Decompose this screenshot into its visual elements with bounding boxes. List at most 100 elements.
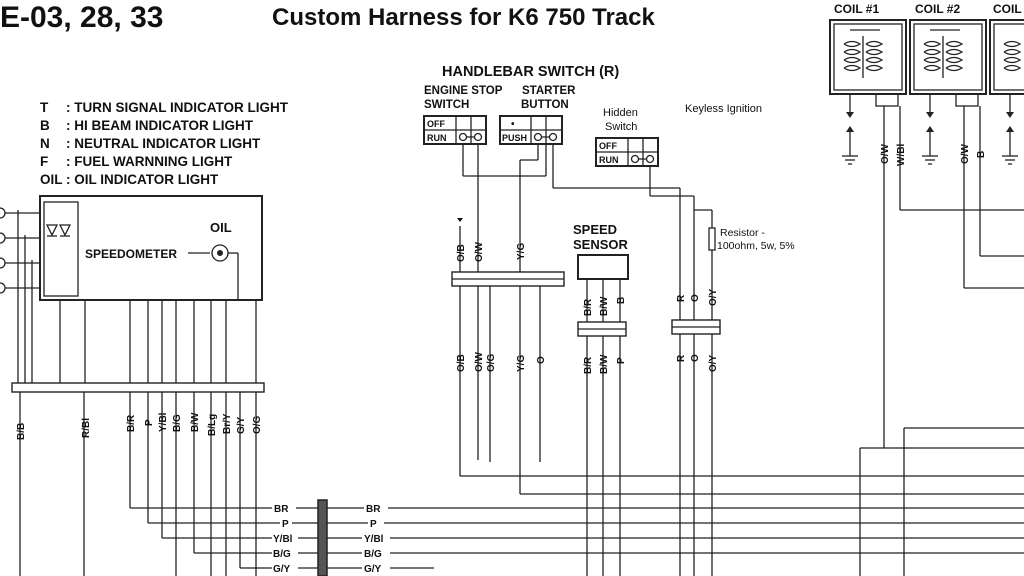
starter-label-1: STARTER — [522, 85, 576, 97]
legend-text-b: : HI BEAM INDICATOR LIGHT — [66, 118, 254, 133]
hb-wire-label: O/B — [456, 354, 467, 372]
joint-connector-bar — [317, 499, 328, 576]
hb-wire-label: O/W — [474, 241, 485, 262]
hb-wire-label: O/W — [474, 351, 485, 372]
hb-wire-label: O/G — [486, 353, 497, 372]
speedo-wiring — [11, 210, 265, 576]
hidden-switch-run: RUN — [599, 155, 619, 165]
connector-left-label: BR — [274, 504, 289, 515]
ground-icons — [842, 126, 1018, 165]
legend-text-f: : FUEL WARNNING LIGHT — [66, 154, 233, 169]
section-number: E-03, 28, 33 — [0, 1, 163, 34]
sensor-wire-label: B — [616, 297, 627, 304]
keyless-ignition-label: Keyless Ignition — [685, 103, 762, 115]
wire-label: P — [144, 419, 155, 426]
wire-label: B/G — [172, 414, 183, 432]
speedo-wire-labels: B/B R/Bl B/R P Y/Bl B/G B/W B/Lg Br/Y G/… — [16, 412, 263, 440]
right-branch: R O O/Y R O O/Y — [671, 288, 721, 576]
wire-label: G/Y — [236, 416, 247, 434]
connector-right-label: B/G — [364, 549, 382, 560]
joint-connector: BR P Y/Bl B/G G/Y BR P Y/Bl B/G G/Y — [130, 499, 1024, 576]
connector-left-label: B/G — [273, 549, 291, 560]
starter-row1: • — [511, 119, 515, 130]
engine-stop-switch-table: OFF RUN — [423, 115, 487, 145]
speed-sensor: SPEED SENSOR B/R B/W B B/R B/W P — [573, 222, 629, 576]
coil-wire-label: B — [976, 151, 987, 158]
engine-stop-label-2: SWITCH — [424, 99, 469, 111]
engine-stop-off: OFF — [427, 119, 445, 129]
wire-label: Br/Y — [222, 413, 233, 434]
coil-label-3: COIL — [993, 2, 1022, 16]
wire-label: Y/Bl — [158, 412, 169, 432]
legend-key-t: T — [40, 100, 49, 115]
right-wire-label: O — [690, 354, 701, 362]
right-wire-label: R — [676, 354, 687, 362]
hb-wire-label: O/B — [456, 244, 467, 262]
hidden-switch: Hidden Switch Keyless Ignition OFF RUN R… — [595, 103, 795, 320]
legend-text-oil: : OIL INDICATOR LIGHT — [66, 172, 219, 187]
coil-wire-label: W/Bl — [896, 144, 907, 166]
diagram-title: Custom Harness for K6 750 Track — [272, 4, 655, 31]
indicator-lamps — [0, 207, 40, 294]
wire-label: B/W — [190, 412, 201, 432]
coil-wire-label: O/W — [880, 143, 891, 164]
right-wire-label: R — [676, 294, 687, 302]
sensor-wire-label: B/R — [583, 356, 594, 374]
right-wire-label: O/Y — [708, 354, 719, 372]
speed-sensor-label-1: SPEED — [573, 222, 617, 237]
speedometer-label: SPEEDOMETER — [85, 247, 177, 261]
hb-wire-label: Y/G — [516, 355, 527, 372]
engine-stop-run: RUN — [427, 133, 447, 143]
speedometer-unit: SPEEDOMETER OIL — [39, 195, 263, 301]
legend-text-n: : NEUTRAL INDICATOR LIGHT — [66, 136, 261, 151]
connector-right-label: G/Y — [364, 564, 382, 575]
coil-label-1: COIL #1 — [834, 2, 879, 16]
connector-left-label: G/Y — [273, 564, 291, 575]
coil-wire-label: O/W — [960, 143, 971, 164]
legend-key-oil: OIL — [40, 172, 63, 187]
sensor-wire-label: P — [616, 357, 627, 364]
coil-1-icon — [829, 19, 907, 118]
resistor-label-2: 100ohm, 5w, 5% — [717, 240, 795, 252]
hidden-switch-off: OFF — [599, 141, 617, 151]
speed-sensor-box — [577, 254, 629, 280]
ignition-coils: COIL #1 COIL #2 COIL — [829, 2, 1024, 576]
wire-label: B/Lg — [207, 414, 218, 436]
hidden-switch-label-1: Hidden — [603, 107, 638, 119]
legend-key-f: F — [40, 154, 48, 169]
handlebar-switch-title: HANDLEBAR SWITCH (R) — [442, 64, 619, 80]
wire-label: R/Bl — [81, 418, 92, 438]
speed-sensor-label-2: SENSOR — [573, 237, 629, 252]
wire-label: O/G — [252, 415, 263, 434]
connector-left-label: P — [282, 519, 289, 530]
hidden-switch-label-2: Switch — [605, 121, 637, 133]
sensor-wire-label: B/W — [599, 354, 610, 374]
starter-push: PUSH — [502, 133, 527, 143]
legend-key-b: B — [40, 118, 50, 133]
hb-wire-label: O — [536, 356, 547, 364]
coil-2-icon — [909, 19, 987, 118]
engine-stop-label-1: ENGINE STOP — [424, 85, 503, 97]
right-wire-label: O/Y — [708, 288, 719, 306]
handlebar-switch: HANDLEBAR SWITCH (R) ENGINE STOP SWITCH … — [423, 64, 1024, 495]
legend-key-n: N — [40, 136, 50, 151]
connector-right-label: BR — [366, 504, 381, 515]
oil-label: OIL — [210, 220, 232, 235]
starter-label-2: BUTTON — [521, 99, 569, 111]
connector-right-label: P — [370, 519, 377, 530]
sensor-wire-label: B/W — [599, 296, 610, 316]
starter-button-table: • PUSH — [499, 115, 563, 145]
sensor-wire-label: B/R — [583, 298, 594, 316]
wire-label: B/B — [16, 423, 27, 440]
hb-wire-label: Y/G — [516, 243, 527, 260]
speedo-connector-bar — [11, 382, 265, 393]
coil-3-icon — [989, 19, 1024, 118]
resistor-label-1: Resistor - — [720, 227, 765, 239]
resistor-icon — [708, 227, 716, 251]
coil-label-2: COIL #2 — [915, 2, 960, 16]
legend-text-t: : TURN SIGNAL INDICATOR LIGHT — [66, 100, 289, 115]
indicator-legend: T : TURN SIGNAL INDICATOR LIGHT B : HI B… — [40, 100, 289, 187]
connector-right-label: Y/Bl — [364, 534, 384, 545]
wire-label: B/R — [126, 414, 137, 432]
